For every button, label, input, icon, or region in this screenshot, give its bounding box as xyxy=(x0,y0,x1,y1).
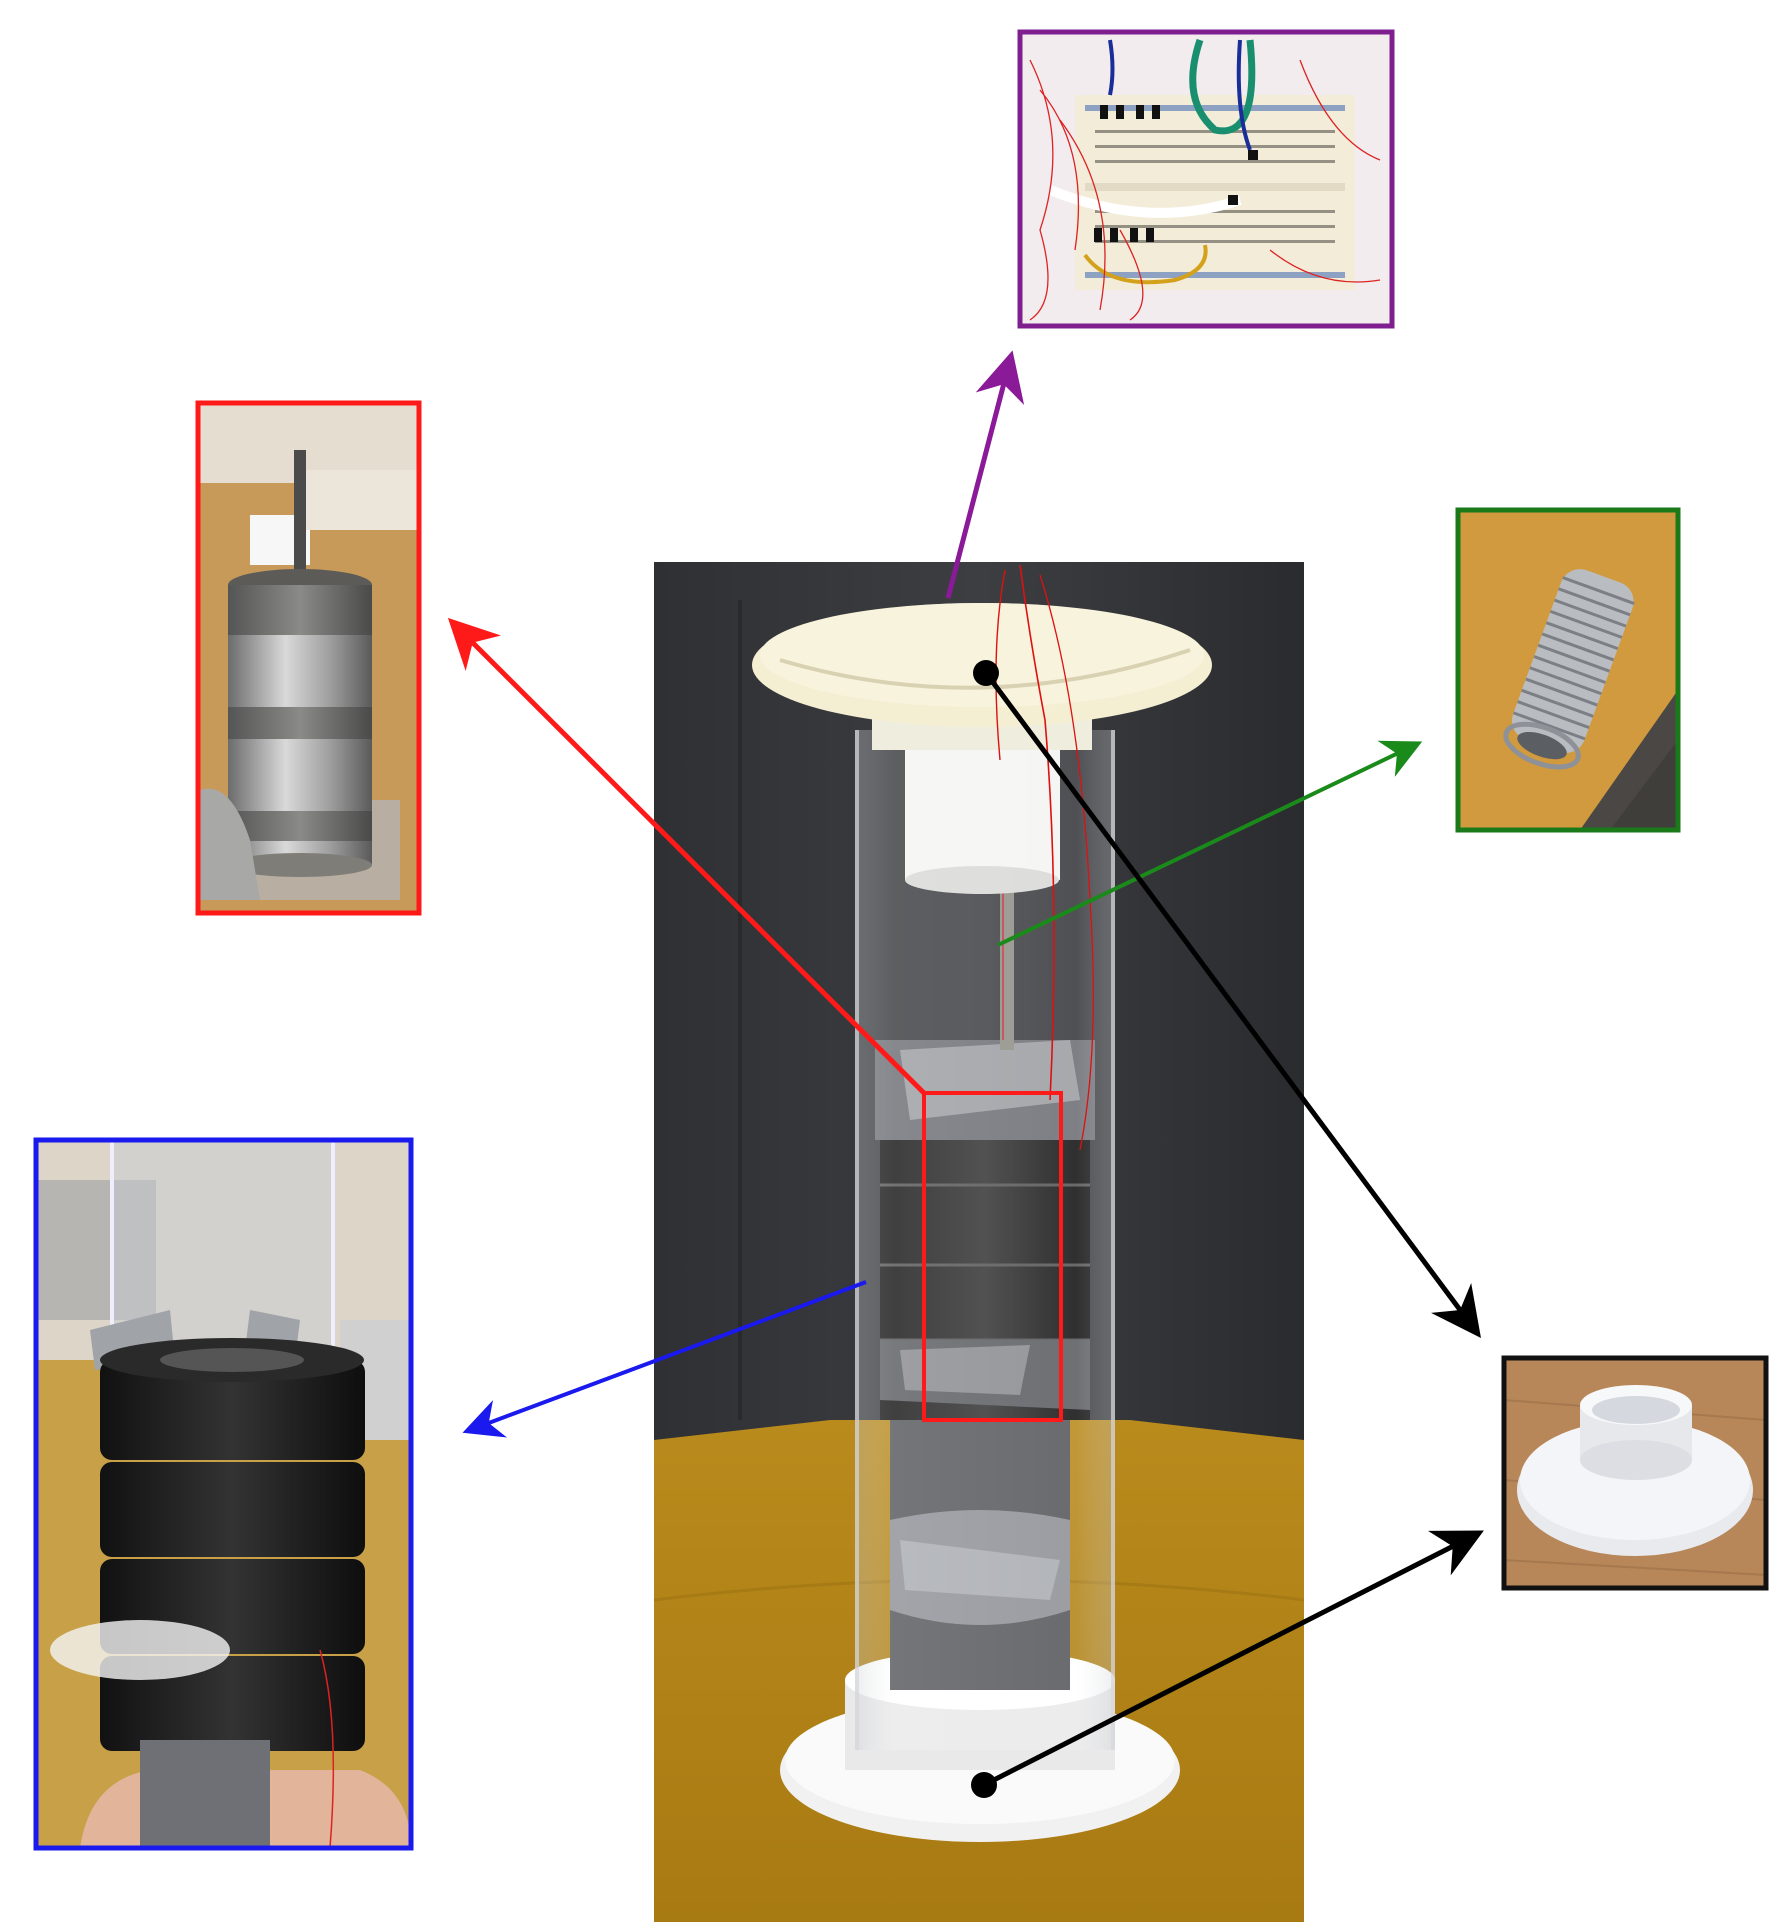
arrow-top-cap-to-end-cap xyxy=(983,671,1481,1339)
spring-callout xyxy=(1455,507,1681,833)
arrow-to-magnet-stack xyxy=(447,617,926,1095)
end-cap-callout xyxy=(1501,1355,1769,1591)
magnet-highlight-box xyxy=(922,1091,1063,1422)
arrow-to-coil-assembly xyxy=(462,1280,867,1438)
breadboard-callout xyxy=(1017,29,1395,329)
arrow-to-spring xyxy=(997,740,1423,947)
main-device-photo xyxy=(653,562,1305,1922)
arrow-to-breadboard xyxy=(945,350,1025,599)
magnet-stack-callout xyxy=(195,400,422,916)
arrow-bottom-cap-to-end-cap xyxy=(982,1530,1484,1788)
coil-assembly-callout xyxy=(33,1137,414,1851)
